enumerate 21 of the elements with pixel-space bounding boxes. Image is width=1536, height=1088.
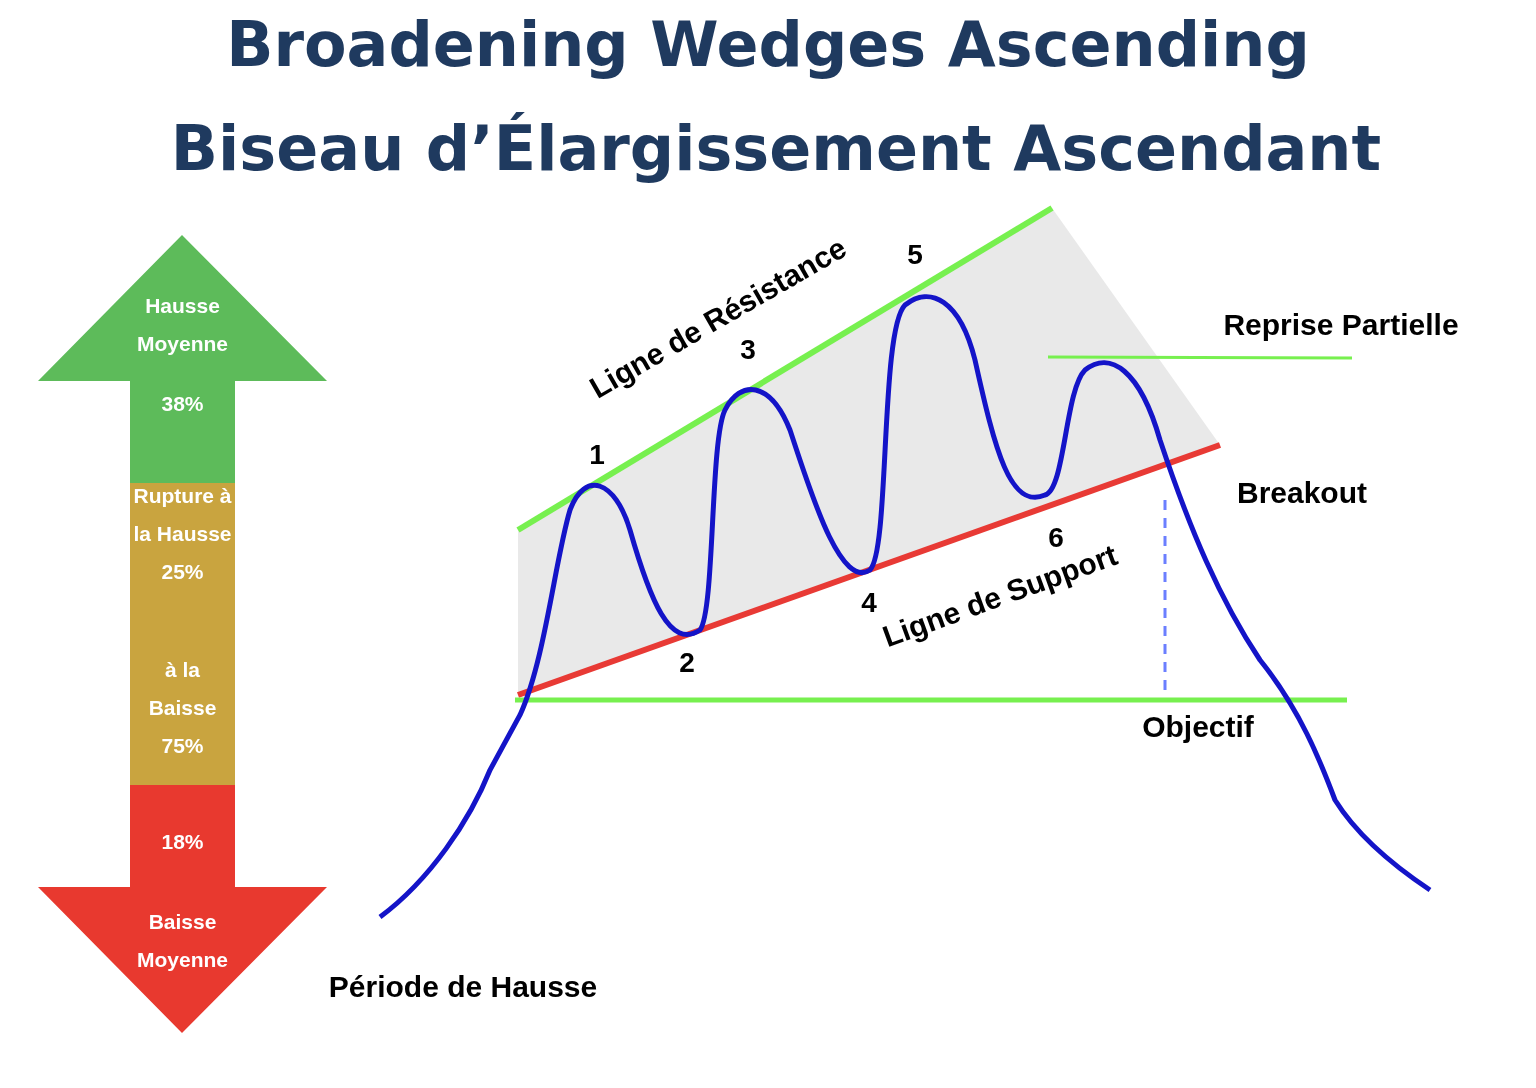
annotation-label: Période de Hausse: [328, 970, 598, 1004]
subtitle: Biseau d’Élargissement Ascendant: [170, 111, 1382, 185]
arrow-label: 18%: [161, 829, 204, 855]
down-arrow: [38, 785, 327, 1033]
point-number: 2: [679, 647, 695, 679]
up-arrow: [38, 235, 327, 483]
point-number: 1: [589, 439, 605, 471]
point-number: 6: [1048, 522, 1064, 553]
annotation-label: Breakout: [1237, 476, 1367, 510]
arrow-label: 38%: [161, 391, 204, 417]
point-number: 3: [740, 334, 756, 366]
arrow-label: Baisse Moyenne: [136, 909, 229, 973]
annotation-label: Objectif: [1142, 710, 1254, 744]
point-number: 4: [861, 587, 877, 619]
arrow-label: Hausse Moyenne: [136, 293, 229, 357]
annotation-label: Reprise Partielle: [1223, 308, 1459, 342]
neutral-band: [130, 483, 235, 785]
point-number: 5: [907, 239, 923, 271]
arrow-label: à la Baisse 75%: [147, 657, 218, 759]
title: Broadening Wedges Ascending: [225, 8, 1311, 81]
arrow-label: Rupture à la Hausse 25%: [132, 483, 233, 585]
